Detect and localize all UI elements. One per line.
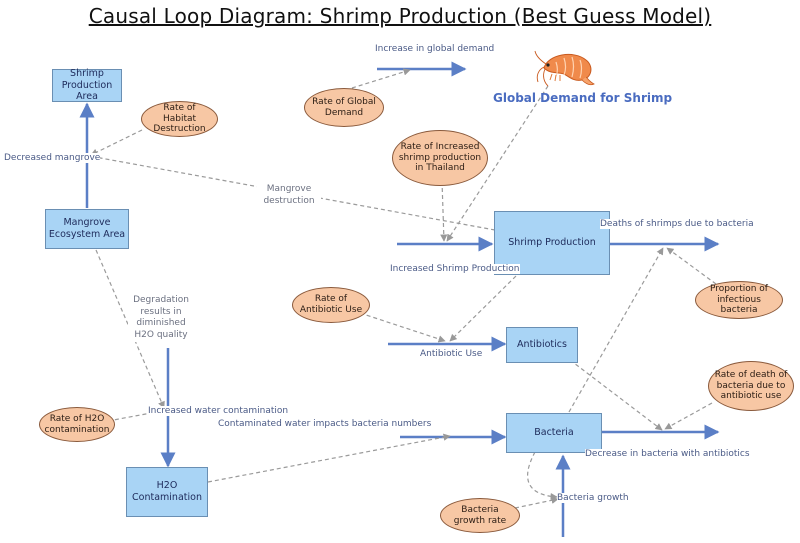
aux-rate-h2o-contamination: Rate of H2O contamination xyxy=(39,407,115,442)
stock-h2o-contamination: H2O Contamination xyxy=(126,467,208,517)
note-mangrove-destruction: Mangrove destruction xyxy=(257,184,321,208)
aux-rate-death-bacteria: Rate of death of bacteria due to antibio… xyxy=(708,361,794,411)
aux-proportion-infectious-bacteria: Proportion of infectious bacteria xyxy=(695,281,783,319)
flow-label-bacteria-growth: Bacteria growth xyxy=(557,493,629,503)
stock-bacteria: Bacteria xyxy=(506,413,602,453)
stock-shrimp-production-area: Shrimp Production Area xyxy=(52,68,122,102)
link-habitat-destruction xyxy=(90,129,143,156)
link-bacteria-to-growth xyxy=(526,451,558,501)
link-antibiotic-rate xyxy=(359,312,446,343)
link-proportion-infectious xyxy=(666,247,717,285)
link-global-demand xyxy=(351,68,411,89)
flow-label-increased-shrimp-production: Increased Shrimp Production xyxy=(390,264,520,274)
stock-shrimp-production: Shrimp Production xyxy=(494,211,610,275)
aux-rate-increased-shrimp-thailand: Rate of Increased shrimp production in T… xyxy=(392,130,488,186)
aux-rate-habitat-destruction: Rate of Habitat Destruction xyxy=(141,101,218,137)
link-production-to-antibiotic xyxy=(449,275,517,342)
flow-label-deaths-of-shrimps: Deaths of shrimps due to bacteria xyxy=(600,219,754,229)
aux-bacteria-growth-rate: Bacteria growth rate xyxy=(440,498,520,533)
flow-label-decreased-mangrove: Decreased mangrove xyxy=(4,153,101,163)
diagram-title: Causal Loop Diagram: Shrimp Production (… xyxy=(88,4,712,28)
flow-label-increased-water-contamination: Increased water contamination xyxy=(148,406,289,416)
flow-label-increase-global-demand: Increase in global demand xyxy=(375,44,495,54)
link-h2o-to-bacteria xyxy=(207,433,451,483)
shrimp-icon xyxy=(534,50,595,87)
flow-label-decrease-bacteria-antibiotics: Decrease in bacteria with antibiotics xyxy=(585,449,750,459)
flow-label-antibiotic-use: Antibiotic Use xyxy=(420,349,483,359)
link-antibiotics-to-decrease xyxy=(569,359,663,431)
note-degradation: Degradation results in diminished H2O qu… xyxy=(128,295,194,342)
stock-antibiotics: Antibiotics xyxy=(506,327,578,363)
link-growth-rate xyxy=(514,496,559,509)
global-demand-label: Global Demand for Shrimp xyxy=(493,91,673,105)
stock-mangrove-ecosystem-area: Mangrove Ecosystem Area xyxy=(45,209,129,249)
link-demand-to-production xyxy=(446,85,549,242)
aux-rate-global-demand: Rate of Global Demand xyxy=(304,88,384,127)
link-bacteria-to-deaths xyxy=(568,247,664,413)
link-death-rate xyxy=(664,402,713,430)
flow-label-contaminated-water-bacteria: Contaminated water impacts bacteria numb… xyxy=(218,419,432,429)
link-thailand-rate xyxy=(440,180,448,242)
aux-rate-antibiotic-use: Rate of Antibiotic Use xyxy=(292,287,370,323)
